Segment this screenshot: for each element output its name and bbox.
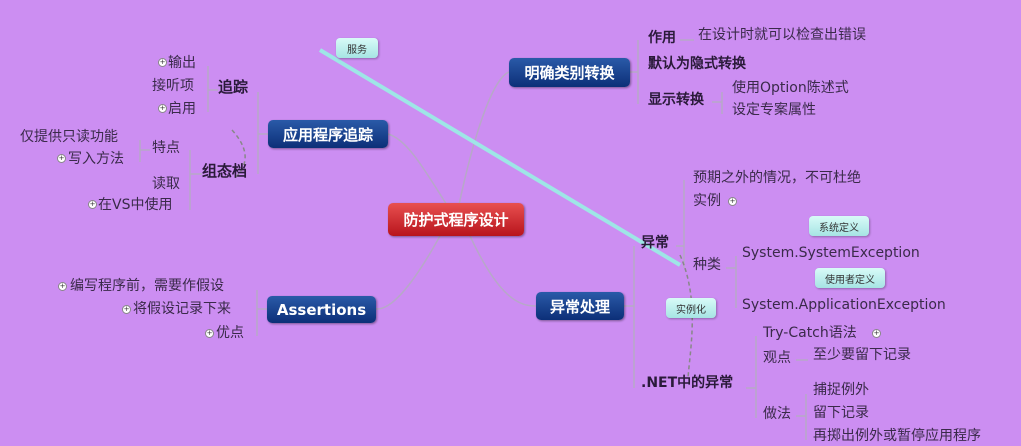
- callout-service[interactable]: 服务: [336, 38, 378, 58]
- node-implicit[interactable]: 默认为隐式转换: [648, 56, 746, 72]
- node-read[interactable]: 读取: [152, 176, 180, 192]
- node-method[interactable]: 做法: [763, 406, 791, 422]
- node-listener[interactable]: 接听项: [152, 78, 194, 94]
- expand-icon[interactable]: +: [728, 197, 737, 206]
- callout-system-defined[interactable]: 系统定义: [809, 216, 869, 236]
- topic-explicit-cast[interactable]: 明确类别转换: [509, 58, 630, 87]
- expand-icon[interactable]: +: [872, 329, 881, 338]
- node-assume[interactable]: 编写程序前，需要作假设: [70, 278, 224, 294]
- node-instance[interactable]: 实例: [693, 193, 721, 209]
- node-enable[interactable]: 启用: [168, 101, 196, 117]
- node-exception[interactable]: 异常: [641, 235, 669, 251]
- node-view[interactable]: 观点: [763, 350, 791, 366]
- node-record[interactable]: 将假设记录下来: [133, 301, 231, 317]
- node-kind[interactable]: 种类: [693, 257, 721, 273]
- expand-icon[interactable]: +: [122, 305, 131, 314]
- node-unexpected[interactable]: 预期之外的情况，不可杜绝: [693, 170, 861, 186]
- expand-icon[interactable]: +: [205, 329, 214, 338]
- node-purpose[interactable]: 作用: [648, 30, 676, 46]
- callout-instantiate[interactable]: 实例化: [666, 298, 716, 318]
- expand-icon[interactable]: +: [158, 104, 167, 113]
- topic-assertions[interactable]: Assertions: [267, 296, 376, 323]
- node-try-catch[interactable]: Try-Catch语法: [763, 325, 857, 341]
- node-config[interactable]: 组态档: [202, 162, 248, 180]
- node-vs[interactable]: 在VS中使用: [98, 197, 173, 213]
- node-write[interactable]: 写入方法: [68, 151, 124, 167]
- node-project[interactable]: 设定专案属性: [732, 102, 816, 118]
- expand-icon[interactable]: +: [58, 282, 67, 291]
- node-catch[interactable]: 捕捉例外: [813, 382, 869, 398]
- node-rethrow[interactable]: 再掷出例外或暂停应用程序: [813, 428, 981, 444]
- expand-icon[interactable]: +: [88, 200, 97, 209]
- node-purpose-detail[interactable]: 在设计时就可以检查出错误: [698, 27, 866, 43]
- node-explicit[interactable]: 显示转换: [648, 92, 704, 108]
- node-net-exception[interactable]: .NET中的异常: [641, 375, 734, 391]
- expand-icon[interactable]: +: [158, 58, 167, 67]
- topic-exception[interactable]: 异常处理: [536, 292, 624, 320]
- node-view-detail[interactable]: 至少要留下记录: [813, 347, 911, 363]
- node-output[interactable]: 输出: [168, 55, 196, 71]
- node-tracking[interactable]: 追踪: [218, 78, 249, 96]
- node-merit[interactable]: 优点: [216, 325, 244, 341]
- node-application-exception[interactable]: System.ApplicationException: [742, 297, 946, 313]
- node-log[interactable]: 留下记录: [813, 405, 869, 421]
- node-readonly[interactable]: 仅提供只读功能: [20, 129, 118, 145]
- expand-icon[interactable]: +: [57, 154, 66, 163]
- node-feature[interactable]: 特点: [152, 140, 180, 156]
- callout-user-defined[interactable]: 使用者定义: [815, 268, 885, 288]
- topic-app-trace[interactable]: 应用程序追踪: [268, 120, 388, 148]
- central-topic[interactable]: 防护式程序设计: [388, 203, 524, 236]
- node-system-exception[interactable]: System.SystemException: [742, 245, 920, 261]
- node-option[interactable]: 使用Option陈述式: [732, 80, 849, 96]
